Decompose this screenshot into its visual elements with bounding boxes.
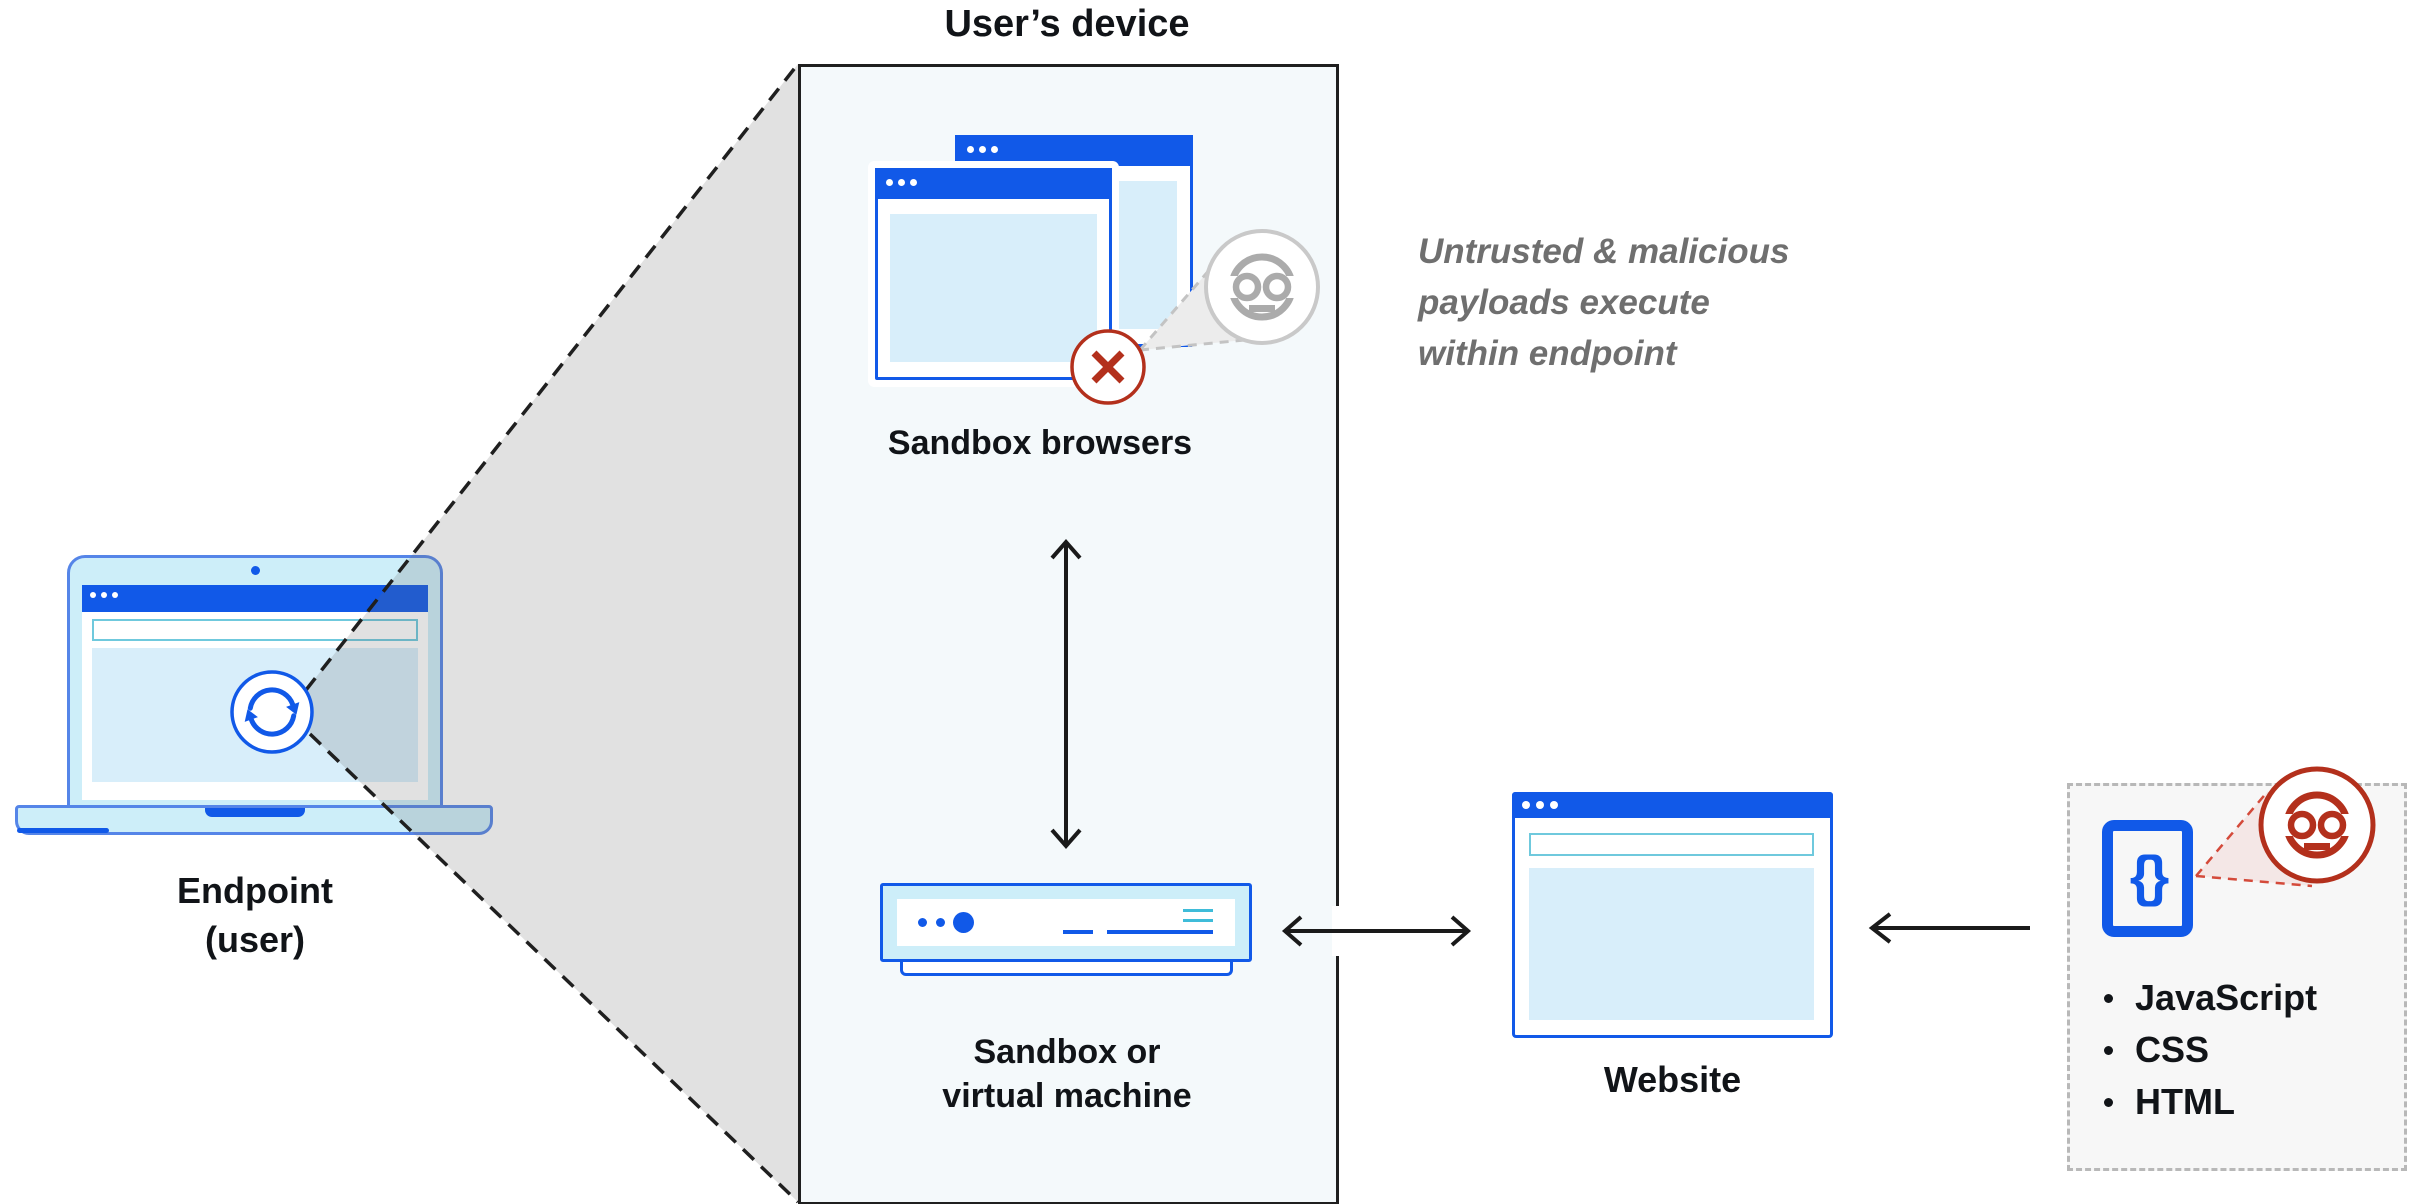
website-titlebar bbox=[1512, 792, 1833, 818]
laptop-page-content bbox=[92, 648, 418, 782]
vm-power-icon bbox=[953, 912, 974, 933]
vm-device-panel bbox=[897, 899, 1235, 946]
website-page-content bbox=[1529, 868, 1814, 1020]
vm-led-icon bbox=[936, 918, 945, 927]
payload-item-label: JavaScript bbox=[2135, 977, 2318, 1018]
sandbox-browsers-label: Sandbox browsers bbox=[887, 424, 1193, 462]
window-dot-icon bbox=[1550, 801, 1558, 809]
payload-list: JavaScript CSS HTML bbox=[2098, 972, 2398, 1128]
code-icon: {} bbox=[2102, 820, 2193, 937]
vm-led-icon bbox=[918, 918, 927, 927]
malicious-payload-annotation: Untrusted & malicious payloads execute w… bbox=[1418, 232, 1790, 373]
window-dot-icon bbox=[1522, 801, 1530, 809]
website-url-bar bbox=[1529, 833, 1814, 856]
laptop-notch bbox=[205, 808, 305, 817]
endpoint-label: Endpoint (user) bbox=[177, 870, 333, 960]
window-dot-icon bbox=[967, 146, 974, 153]
vm-device-tray bbox=[900, 959, 1233, 976]
vm-slot-line bbox=[1107, 930, 1213, 934]
payload-item-label: CSS bbox=[2135, 1029, 2210, 1070]
laptop-edge-accent bbox=[17, 828, 109, 833]
payload-list-item: JavaScript bbox=[2098, 972, 2398, 1024]
laptop-browser-titlebar bbox=[82, 585, 428, 612]
window-dot-icon bbox=[112, 592, 118, 598]
payload-list-item: HTML bbox=[2098, 1076, 2398, 1128]
users-device-title: User’s device bbox=[944, 3, 1190, 45]
bullet-icon bbox=[2104, 1097, 2113, 1107]
sandbox-browser-front-content bbox=[890, 214, 1097, 362]
window-dot-icon bbox=[886, 179, 893, 186]
website-label: Website bbox=[1603, 1059, 1742, 1100]
laptop-url-bar bbox=[92, 619, 418, 641]
vm-slot-line bbox=[1063, 930, 1093, 934]
vm-label: Sandbox or virtual machine bbox=[942, 1033, 1192, 1115]
window-dot-icon bbox=[910, 179, 917, 186]
laptop-camera-dot bbox=[251, 566, 260, 575]
window-dot-icon bbox=[1536, 801, 1544, 809]
bullet-icon bbox=[2104, 1045, 2113, 1055]
window-dot-icon bbox=[101, 592, 107, 598]
window-dot-icon bbox=[90, 592, 96, 598]
payload-item-label: HTML bbox=[2135, 1081, 2235, 1122]
window-dot-icon bbox=[898, 179, 905, 186]
arrow-to-website bbox=[1868, 912, 2030, 944]
vm-vent-line bbox=[1183, 909, 1213, 912]
bullet-icon bbox=[2104, 993, 2113, 1003]
vm-vent-line bbox=[1183, 919, 1213, 922]
code-braces-glyph: {} bbox=[2129, 843, 2170, 907]
payload-list-item: CSS bbox=[2098, 1024, 2398, 1076]
window-dot-icon bbox=[991, 146, 998, 153]
window-dot-icon bbox=[979, 146, 986, 153]
